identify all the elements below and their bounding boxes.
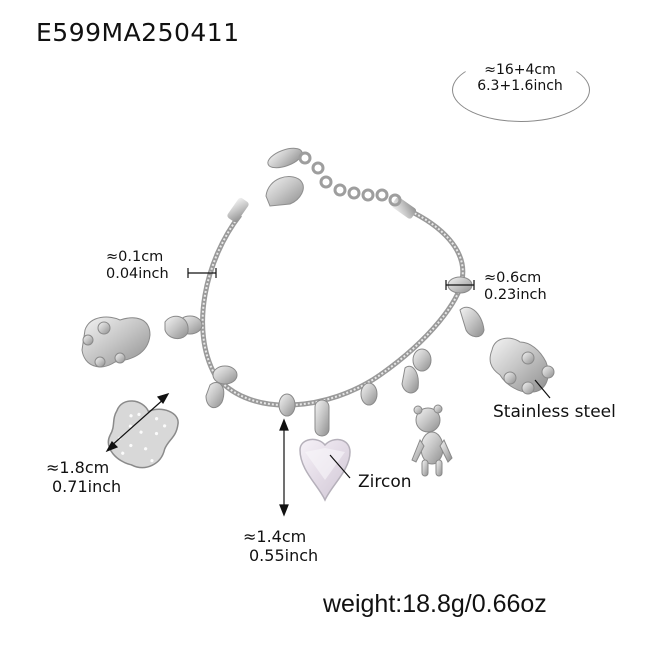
heart-size-cm: ≈1.4cm (243, 527, 307, 546)
heart-size-label: ≈1.4cm 0.55inch (243, 527, 318, 565)
brand-tag (267, 147, 303, 169)
snake-chain (200, 207, 466, 408)
weight-label: weight:18.8g/0.66oz (323, 590, 547, 618)
extension-chain (298, 151, 402, 207)
bear-size-label: ≈1.8cm 0.71inch (46, 458, 121, 496)
lobster-clasp (265, 176, 304, 207)
teddy-bear-charm (411, 404, 453, 477)
zircon-leader-line (329, 454, 351, 479)
end-cap-left (227, 197, 249, 223)
length-callout-oval (452, 58, 590, 122)
length-inch: 6.3+1.6inch (477, 78, 563, 94)
product-sku: E599MA250411 (36, 18, 240, 47)
heart-size-inch: 0.55inch (249, 546, 319, 565)
length-cm: ≈16+4cm (484, 62, 556, 78)
pave-bear-charm (107, 400, 179, 469)
charm-bails (164, 306, 485, 437)
length-callout: ≈16+4cm 6.3+1.6inch (452, 62, 588, 94)
bead-size-inch: 0.23inch (484, 287, 547, 303)
bead-size-cm: ≈0.6cm (484, 270, 542, 286)
gummy-bear-charm-left (81, 316, 151, 368)
bear-size-arrow (109, 397, 166, 448)
steel-leader-line (534, 379, 551, 399)
chain-thickness-cm: ≈0.1cm (106, 249, 164, 265)
bear-size-inch: 0.71inch (52, 477, 122, 496)
heart-zircon-charm (299, 438, 351, 502)
chain-thickness-label: ≈0.1cm 0.04inch (106, 249, 169, 283)
chain-thickness-inch: 0.04inch (106, 266, 169, 282)
bear-size-cm: ≈1.8cm (46, 458, 110, 477)
stainless-steel-label: Stainless steel (493, 402, 616, 422)
end-cap-right (391, 197, 417, 219)
gummy-bear-charm-right (489, 337, 555, 395)
bead-size-label: ≈0.6cm 0.23inch (484, 270, 547, 304)
zircon-label: Zircon (358, 472, 412, 492)
